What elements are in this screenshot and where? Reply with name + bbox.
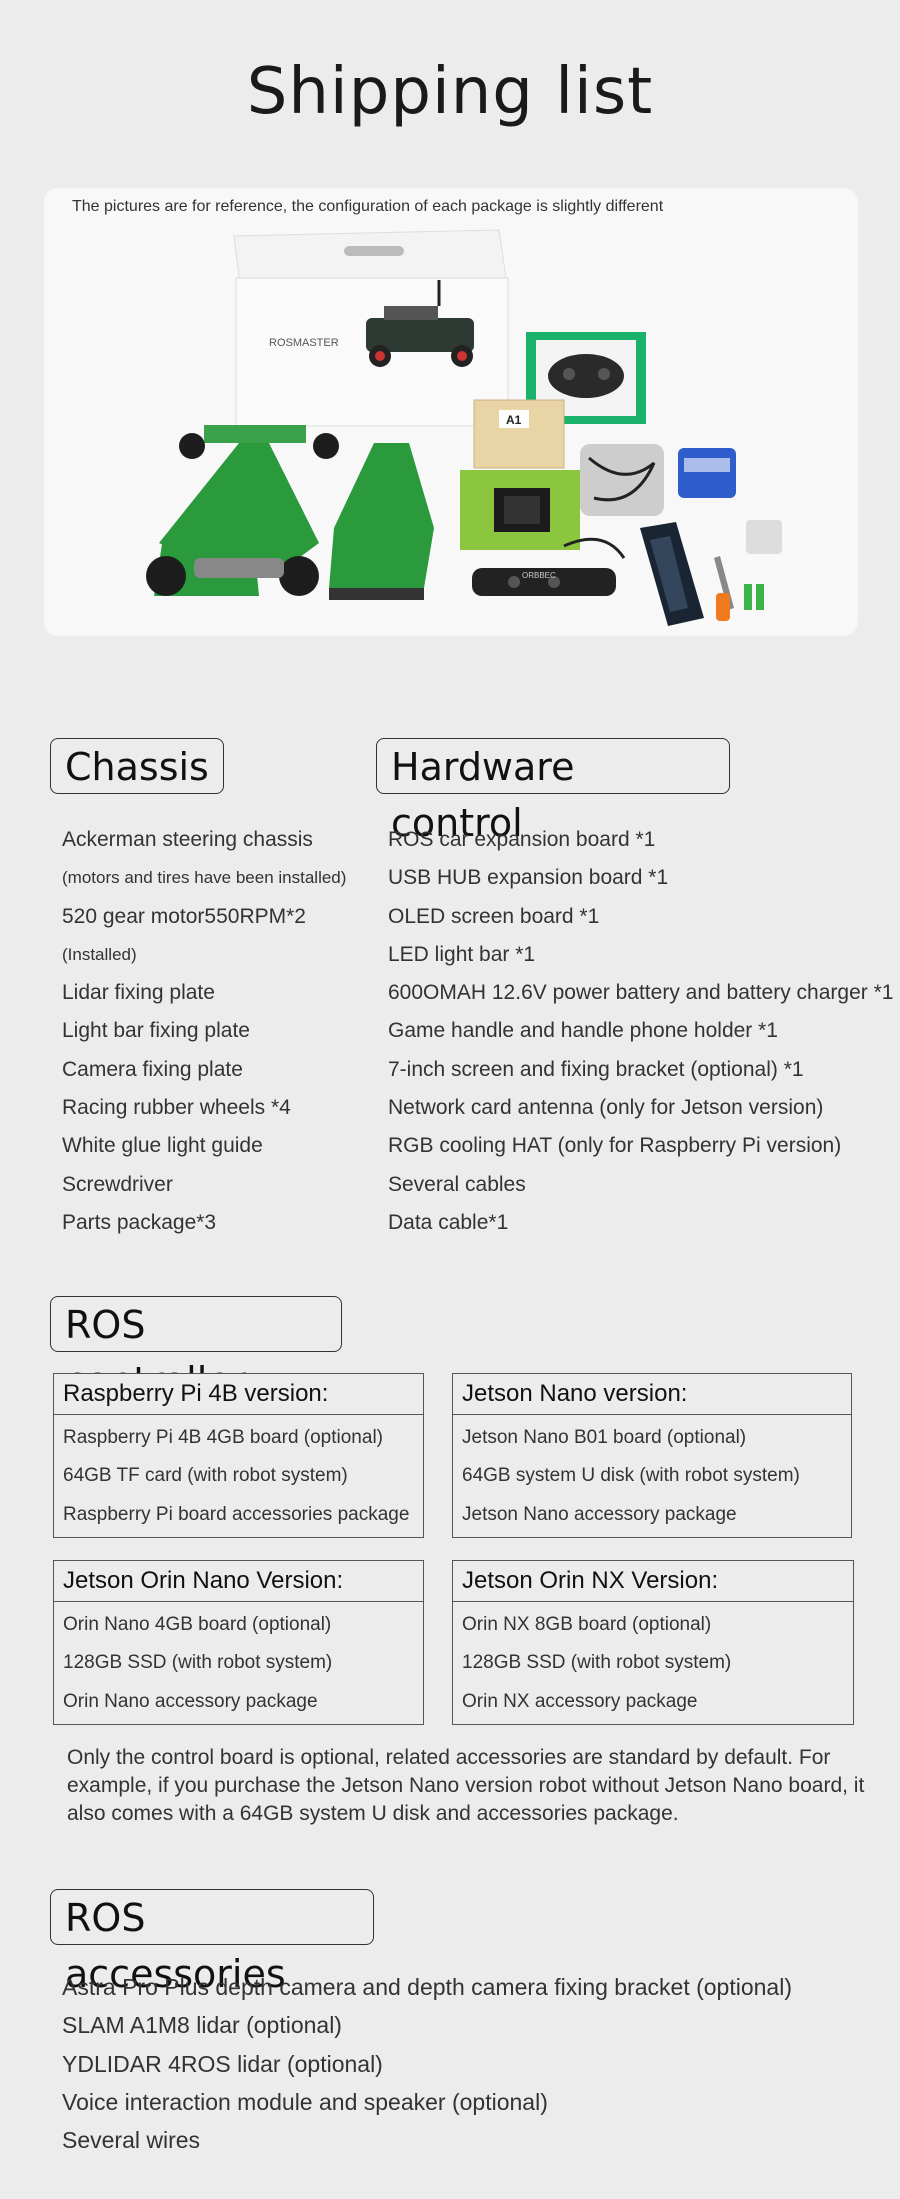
- version-title: Raspberry Pi 4B version:: [54, 1374, 423, 1415]
- list-item: Lidar fixing plate: [62, 981, 215, 1005]
- product-box: ROSMASTER: [233, 229, 509, 427]
- hardware-list: ROS car expansion board *1 USB HUB expans…: [388, 821, 893, 1242]
- list-item: 600OMAH 12.6V power battery and battery …: [388, 981, 894, 1005]
- list-item: Several wires: [62, 2127, 201, 2154]
- version-item: Jetson Nano B01 board (optional): [462, 1427, 747, 1448]
- version-box-jetson-nano: Jetson Nano version: Jetson Nano B01 boa…: [452, 1373, 852, 1538]
- chassis: [146, 425, 339, 596]
- depth-camera: ORBBEC: [472, 537, 626, 596]
- list-item: Several cables: [388, 1172, 526, 1196]
- list-item: USB HUB expansion board *1: [388, 866, 669, 890]
- ros-controller-heading: ROS controller: [50, 1296, 342, 1403]
- camera-brand-text: ORBBEC: [522, 571, 556, 580]
- list-item: YDLIDAR 4ROS lidar (optional): [62, 2050, 383, 2077]
- version-item: Orin Nano accessory package: [63, 1690, 318, 1712]
- list-item: 520 gear motor550RPM*2: [62, 904, 306, 928]
- lidar-box: A1: [473, 399, 565, 469]
- jetson-box: [460, 470, 580, 550]
- photo-caption: The pictures are for reference, the conf…: [72, 198, 664, 215]
- list-item: SLAM A1M8 lidar (optional): [62, 2012, 342, 2039]
- hardware-heading: Hardware control: [376, 738, 730, 845]
- version-title: Jetson Nano version:: [453, 1374, 851, 1415]
- version-item: Jetson Nano accessory package: [462, 1503, 737, 1525]
- list-item: Camera fixing plate: [62, 1057, 243, 1081]
- screwdriver: [714, 556, 734, 621]
- version-title: Jetson Orin NX Version:: [453, 1561, 853, 1602]
- controller-note: Only the control board is optional, rela…: [67, 1746, 865, 1825]
- ros-accessories-list: Astra Pro Plus depth camera and depth ca…: [62, 1968, 792, 2159]
- ros-accessories-heading: ROS accessories: [50, 1889, 374, 1996]
- battery: [678, 448, 736, 498]
- phone-holder-box: [640, 522, 704, 626]
- list-item: Astra Pro Plus depth camera and depth ca…: [62, 1974, 792, 2000]
- version-box-jetson-orin-nano: Jetson Orin Nano Version: Orin Nano 4GB …: [53, 1560, 424, 1725]
- lidar-box-label: A1: [506, 413, 522, 427]
- product-photo: ROSMASTER A1: [44, 188, 858, 636]
- chassis-heading: Chassis: [50, 738, 224, 794]
- version-item: Orin NX accessory package: [462, 1690, 698, 1712]
- list-item: (motors and tires have been installed): [62, 868, 347, 888]
- parts-package: [744, 520, 782, 610]
- version-item: Raspberry Pi board accessories package: [63, 1503, 410, 1525]
- version-title: Jetson Orin Nano Version:: [54, 1561, 423, 1602]
- list-item: (Installed): [62, 944, 137, 964]
- list-item: LED light bar *1: [388, 942, 536, 966]
- version-item: Orin Nano 4GB board (optional): [63, 1614, 332, 1635]
- version-box-raspberry-pi: Raspberry Pi 4B version: Raspberry Pi 4B…: [53, 1373, 424, 1538]
- box-brand-text: ROSMASTER: [269, 337, 339, 349]
- chassis-list: Ackerman steering chassis (motors and tir…: [62, 821, 346, 1242]
- version-item: 64GB TF card (with robot system): [63, 1465, 348, 1487]
- list-item: 7-inch screen and fixing bracket (option…: [388, 1057, 804, 1081]
- list-item: Racing rubber wheels *4: [62, 1096, 291, 1120]
- list-item: Parts package*3: [62, 1210, 217, 1234]
- list-item: RGB cooling HAT (only for Raspberry Pi v…: [388, 1134, 842, 1158]
- list-item: ROS car expansion board *1: [388, 828, 656, 851]
- list-item: Game handle and handle phone holder *1: [388, 1019, 778, 1043]
- version-item: 128GB SSD (with robot system): [462, 1652, 732, 1674]
- product-illustration: ROSMASTER A1: [146, 229, 782, 626]
- cables-bag: [580, 444, 664, 516]
- version-box-jetson-orin-nx: Jetson Orin NX Version: Orin NX 8GB boar…: [452, 1560, 854, 1725]
- version-item: 128GB SSD (with robot system): [63, 1652, 333, 1674]
- list-item: Voice interaction module and speaker (op…: [62, 2088, 548, 2115]
- list-item: Light bar fixing plate: [62, 1019, 250, 1043]
- version-item: Raspberry Pi 4B 4GB board (optional): [63, 1427, 383, 1448]
- list-item: OLED screen board *1: [388, 904, 600, 928]
- fixing-plate: [329, 443, 434, 600]
- version-item: 64GB system U disk (with robot system): [462, 1465, 800, 1487]
- list-item: Ackerman steering chassis: [62, 828, 313, 851]
- list-item: White glue light guide: [62, 1134, 263, 1158]
- list-item: Screwdriver: [62, 1172, 173, 1196]
- version-item: Orin NX 8GB board (optional): [462, 1614, 712, 1635]
- list-item: Data cable*1: [388, 1210, 509, 1234]
- list-item: Network card antenna (only for Jetson ve…: [388, 1096, 824, 1120]
- page-title: Shipping list: [246, 55, 654, 129]
